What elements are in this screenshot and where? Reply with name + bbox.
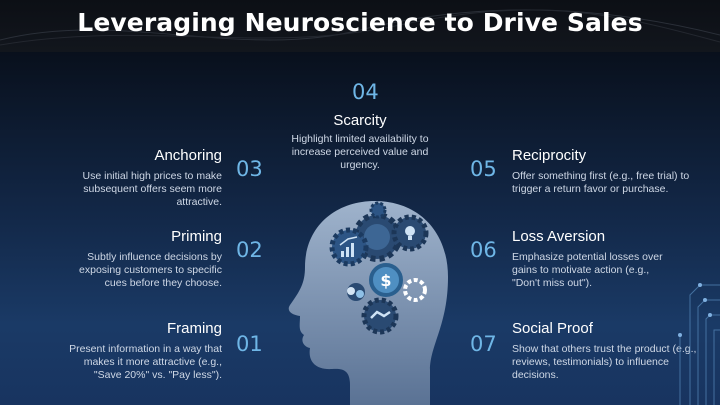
scarcity-heading: Scarcity [333, 112, 387, 129]
dollar-icon: $ [369, 263, 403, 297]
framing-description: Present information in a way that makes … [69, 343, 222, 381]
small-gear-icon [369, 201, 387, 219]
number-01: 01 [236, 332, 263, 356]
number-06: 06 [470, 238, 497, 262]
loss-aversion-description: Emphasize potential losses over gains to… [512, 251, 663, 289]
item-anchoring: Anchoring Use initial high prices to mak… [60, 147, 222, 209]
item-scarcity: Scarcity Highlight limited availability … [285, 112, 435, 172]
chat-bubbles-icon [347, 283, 365, 301]
page-title: Leveraging Neuroscience to Drive Sales [77, 8, 643, 37]
svg-text:$: $ [380, 271, 391, 290]
framing-heading: Framing [166, 320, 222, 337]
scarcity-description: Highlight limited availability to increa… [291, 133, 429, 171]
item-reciprocity: Reciprocity Offer something first (e.g.,… [512, 147, 712, 196]
item-priming: Priming Subtly influence decisions by ex… [60, 228, 222, 290]
item-framing: Framing Present information in a way tha… [60, 320, 222, 382]
reciprocity-description: Offer something first (e.g., free trial)… [512, 170, 690, 195]
social-proof-heading: Social Proof [512, 320, 593, 337]
priming-description: Subtly influence decisions by exposing c… [79, 251, 222, 289]
loss-aversion-heading: Loss Aversion [512, 228, 606, 245]
number-07: 07 [470, 332, 497, 356]
item-loss-aversion: Loss Aversion Emphasize potential losses… [512, 228, 672, 290]
number-04: 04 [352, 80, 379, 104]
number-05: 05 [470, 157, 497, 181]
chart-icon [329, 227, 369, 267]
title-bar: Leveraging Neuroscience to Drive Sales [0, 0, 720, 52]
social-proof-description: Show that others trust the product (e.g.… [512, 343, 697, 381]
number-03: 03 [236, 157, 263, 181]
head-silhouette-icon: $ [288, 201, 448, 405]
cog-icon [403, 278, 427, 302]
anchoring-heading: Anchoring [154, 147, 222, 164]
circuit-decoration [678, 283, 720, 405]
lightbulb-icon [391, 214, 429, 252]
priming-heading: Priming [171, 228, 222, 245]
anchoring-description: Use initial high prices to make subseque… [82, 170, 222, 208]
number-02: 02 [236, 238, 263, 262]
item-social-proof: Social Proof Show that others trust the … [512, 320, 712, 382]
reciprocity-heading: Reciprocity [512, 147, 587, 164]
handshake-icon [361, 297, 399, 335]
wave-decoration [0, 9, 720, 46]
